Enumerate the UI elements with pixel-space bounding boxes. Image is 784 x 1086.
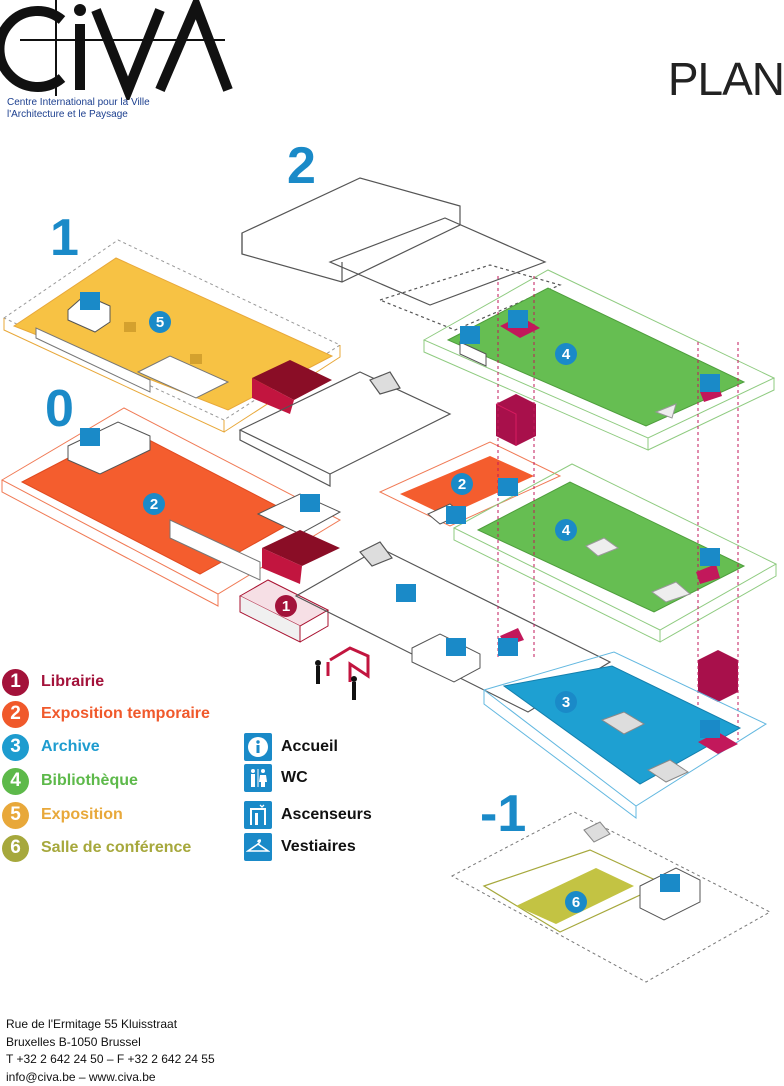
- legend-item-4: 4 Bibliothèque: [2, 767, 138, 795]
- floor-label-2: 2: [287, 137, 316, 195]
- legend-label: Archive: [41, 738, 100, 755]
- level-minus-1-conference: [450, 811, 772, 983]
- level-2-outline: [241, 177, 562, 331]
- service-label-accueil: Accueil: [281, 738, 338, 755]
- service-row-vestiaires: Vestiaires: [244, 832, 356, 862]
- civa-logo: Centre International pour la Ville l'Arc…: [0, 0, 240, 130]
- legend-number-badge: 4: [2, 767, 29, 795]
- service-label-ascenseurs: Ascenseurs: [281, 806, 372, 823]
- floor-label-0: 0: [45, 380, 74, 438]
- address-line-city: Bruxelles B-1050 Brussel: [6, 1034, 141, 1049]
- zone-marker-label: 4: [562, 346, 571, 363]
- zone-marker-circle: [451, 473, 473, 495]
- logo-subtitle-line2: l'Architecture et le Paysage: [7, 109, 128, 120]
- legend-number-badge: 5: [2, 801, 29, 829]
- zone-marker-circle: [555, 691, 577, 713]
- zone-marker-label: 5: [156, 314, 164, 331]
- level-1-bibliotheque: [422, 269, 776, 451]
- zone-marker-label: 2: [150, 496, 158, 513]
- legend-item-5: 5 Exposition: [2, 801, 123, 829]
- legend-number-badge: 1: [2, 668, 29, 696]
- zone-marker-label: 2: [458, 476, 466, 493]
- legend-label: Librairie: [41, 673, 105, 690]
- legend-number-badge: 2: [2, 700, 29, 728]
- zone-marker-circle: [149, 311, 171, 333]
- civa-logo-mark: [0, 0, 233, 104]
- zone-markers: 5 4 4 2 2 1 3 6: [143, 311, 587, 913]
- legend-label: Bibliothèque: [41, 772, 138, 789]
- zone-marker-label: 4: [562, 522, 571, 539]
- map-service-icons: [80, 292, 720, 892]
- zone-marker-circle: [565, 891, 587, 913]
- floor-label-minus-1: -1: [480, 785, 527, 843]
- service-label-wc: WC: [281, 769, 308, 786]
- zone-marker-label: 3: [562, 694, 570, 711]
- floor-plan-map: 5 4 4 2 2 1 3 6: [0, 177, 778, 983]
- elevator-icon: [244, 801, 272, 829]
- legend-item-2: 2 Exposition temporaire: [2, 700, 210, 728]
- wc-icon: [244, 764, 272, 792]
- service-row-wc: WC: [244, 763, 308, 793]
- zone-marker-circle: [275, 595, 297, 617]
- address-line-street: Rue de l'Ermitage 55 Kluisstraat: [6, 1017, 178, 1031]
- zone-marker-label: 1: [282, 598, 290, 615]
- contact-address: Rue de l'Ermitage 55 Kluisstraat Bruxell…: [6, 1016, 215, 1086]
- service-row-accueil: Accueil: [244, 732, 338, 762]
- legend-item-3: 3 Archive: [2, 733, 100, 761]
- legend-item-6: 6 Salle de conférence: [2, 834, 191, 862]
- legend-number-badge: 3: [2, 733, 29, 761]
- address-line-phone: T +32 2 642 24 50 – F +32 2 642 24 55: [6, 1052, 215, 1066]
- legend-number-badge: 6: [2, 834, 29, 862]
- legend-item-1: 1 Librairie: [2, 668, 104, 696]
- central-stair-block: [238, 371, 612, 713]
- level-0-exposition-temporaire: [0, 407, 370, 682]
- legend-label: Exposition: [41, 806, 123, 823]
- service-row-ascenseurs: Ascenseurs: [244, 800, 372, 830]
- zone-marker-label: 6: [572, 894, 580, 911]
- page-title: PLAN: [667, 53, 784, 105]
- coat-hanger-icon: [244, 833, 272, 861]
- info-icon: [244, 733, 272, 761]
- zone-marker-circle: [555, 519, 577, 541]
- visitor-figures: [315, 660, 357, 700]
- floor-label-1: 1: [50, 209, 79, 267]
- zone-marker-circle: [555, 343, 577, 365]
- address-line-web: info@civa.be – www.civa.be: [6, 1069, 156, 1084]
- legend-label: Exposition temporaire: [41, 705, 210, 722]
- level-1-exposition: [2, 239, 342, 433]
- logo-subtitle-line1: Centre International pour la Ville: [7, 97, 150, 108]
- zone-marker-circle: [143, 493, 165, 515]
- service-label-vestiaires: Vestiaires: [281, 838, 356, 855]
- legend-label: Salle de conférence: [41, 839, 192, 856]
